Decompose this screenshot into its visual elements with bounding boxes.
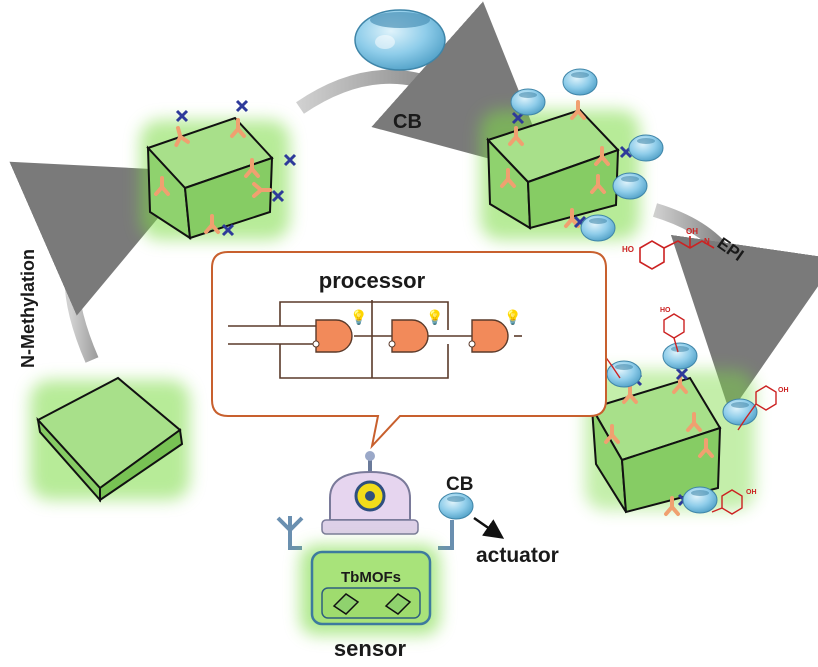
epi-amine-label: N xyxy=(704,237,710,246)
logic-circuit xyxy=(228,300,522,379)
arrow-cb-step xyxy=(296,1,553,176)
sensor-label: sensor xyxy=(334,636,407,661)
bulb-icon: 💡 xyxy=(350,309,367,326)
and-gate-3: 💡 xyxy=(468,309,521,353)
methylated-mof-cube xyxy=(140,99,297,240)
processor-label: processor xyxy=(319,268,426,293)
bound-hydroxyl-label-2: HO xyxy=(660,307,671,314)
bulb-icon: 💡 xyxy=(504,309,521,326)
epinephrine-molecule xyxy=(639,236,715,270)
held-cucurbituril-icon xyxy=(438,492,474,520)
epi-bound-mof-cube xyxy=(581,313,777,516)
and-gate-2: 💡 xyxy=(388,309,443,353)
arrow-n-methylation-step xyxy=(9,161,197,363)
arrow-epi-step xyxy=(652,203,818,414)
epi-hydroxyl-label: HO xyxy=(622,245,634,254)
cb-label-robot: CB xyxy=(446,474,473,495)
actuator-arrow xyxy=(473,516,505,539)
robot-sensor xyxy=(276,451,454,635)
tbmofs-label: TbMOFs xyxy=(341,569,401,586)
bound-hydroxyl-label-4: OH xyxy=(746,489,757,496)
cucurbituril-icon xyxy=(354,9,446,71)
plain-mof-cube xyxy=(30,376,190,503)
epi-hydroxyl-label-2: OH xyxy=(686,227,698,236)
cb-capped-mof-cube xyxy=(480,68,664,242)
bound-hydroxyl-label-3: OH xyxy=(778,387,789,394)
bulb-icon: 💡 xyxy=(426,309,443,326)
n-methylation-label: N-Methylation xyxy=(18,249,38,368)
cb-label-top: CB xyxy=(393,111,422,133)
and-gate-1: 💡 xyxy=(312,309,367,353)
actuator-label: actuator xyxy=(476,544,559,567)
